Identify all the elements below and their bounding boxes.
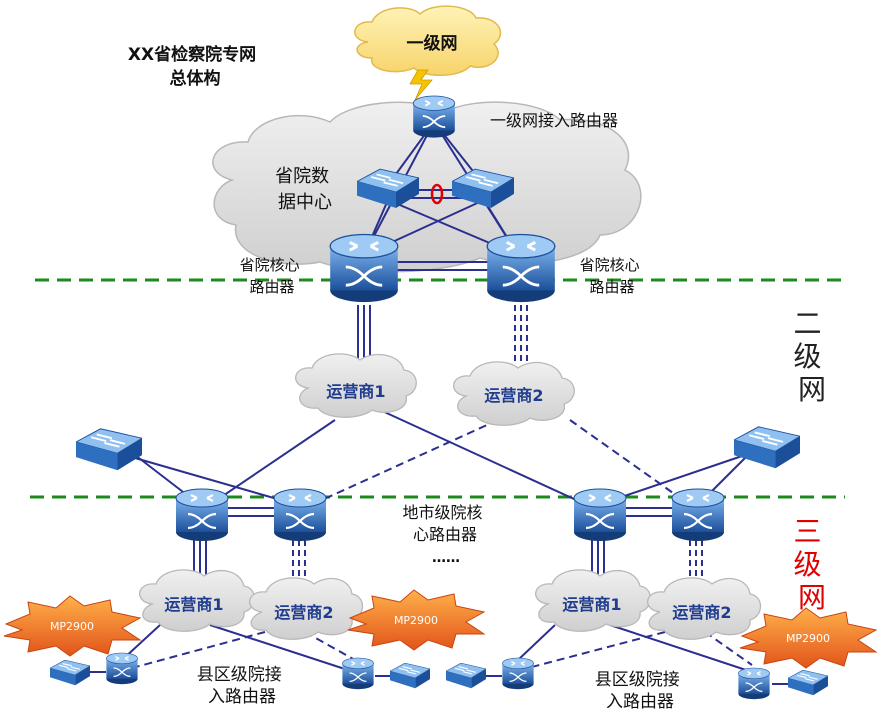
mp2900-burst-left: MP2900	[3, 595, 142, 657]
level1-access-router-icon	[412, 95, 456, 139]
provincial-core-router-left-icon	[328, 232, 400, 304]
level1-access-router-label: 一级网接入路由器	[490, 111, 618, 130]
mp2900-burst-middle: MP2900	[347, 589, 486, 651]
carrier1-label-upper: 运营商1	[326, 382, 385, 401]
carrier-cloud-2-county-left	[249, 577, 364, 640]
provincial-core-router-right-label: 省院核心 路由器	[580, 256, 645, 296]
mp2900-label-middle: MP2900	[394, 614, 438, 627]
prefecture-core-router-label: 地市级院核 心路由器	[402, 503, 487, 544]
carrier2-label-county-left: 运营商2	[274, 603, 333, 622]
carrier2-label-upper: 运营商2	[484, 386, 543, 405]
county-access-router-2-icon	[341, 657, 375, 690]
diagram-title: XX省检察院专网 总体构	[128, 44, 262, 89]
county-access-router-1-icon	[105, 652, 139, 685]
stack-link-ring-icon	[430, 183, 444, 205]
level3-network-label: 三 级 网	[794, 515, 831, 614]
prefecture-switch-right-icon	[734, 426, 800, 470]
carrier1-label-county-left: 运营商1	[164, 595, 223, 614]
county-access-router-3-icon	[501, 657, 535, 690]
provincial-datacenter-label: 省院数 据中心	[275, 166, 335, 213]
county-switch-4-icon	[788, 670, 828, 696]
prefecture-core-router-3-icon	[572, 487, 628, 543]
carrier1-label-county-right: 运营商1	[562, 595, 621, 614]
level1-network-cloud	[354, 5, 502, 76]
county-access-router-4-icon	[737, 667, 771, 700]
provincial-core-router-left-label: 省院核心 路由器	[240, 256, 305, 296]
carrier-cloud-2-upper	[453, 361, 575, 426]
county-switch-1-icon	[50, 660, 90, 686]
provincial-core-router-right-icon	[485, 232, 557, 304]
level1-network-label: 一级网	[407, 33, 458, 54]
more-ellipsis: ……	[432, 550, 460, 566]
prefecture-core-router-2-icon	[272, 487, 328, 543]
mp2900-label-right: MP2900	[786, 632, 830, 645]
county-switch-3-icon	[446, 663, 486, 689]
carrier2-label-county-right: 运营商2	[672, 603, 731, 622]
prefecture-switch-left-icon	[76, 428, 142, 472]
county-switch-2-icon	[390, 663, 430, 689]
mp2900-label-left: MP2900	[50, 620, 94, 633]
level2-network-label: 二 级 网	[794, 307, 831, 406]
carrier-cloud-1-upper	[295, 353, 417, 418]
county-access-router-label-left: 县区级院接 入路由器	[197, 665, 287, 707]
mp2900-burst-right: MP2900	[739, 607, 878, 669]
prefecture-core-router-4-icon	[670, 487, 726, 543]
provincial-datacenter-cloud	[212, 101, 642, 273]
county-access-router-label-right: 县区级院接 入路由器	[595, 670, 685, 712]
lightning-bolt-icon	[409, 69, 433, 101]
carrier-cloud-2-county-right	[647, 577, 762, 640]
prefecture-core-router-1-icon	[174, 487, 230, 543]
